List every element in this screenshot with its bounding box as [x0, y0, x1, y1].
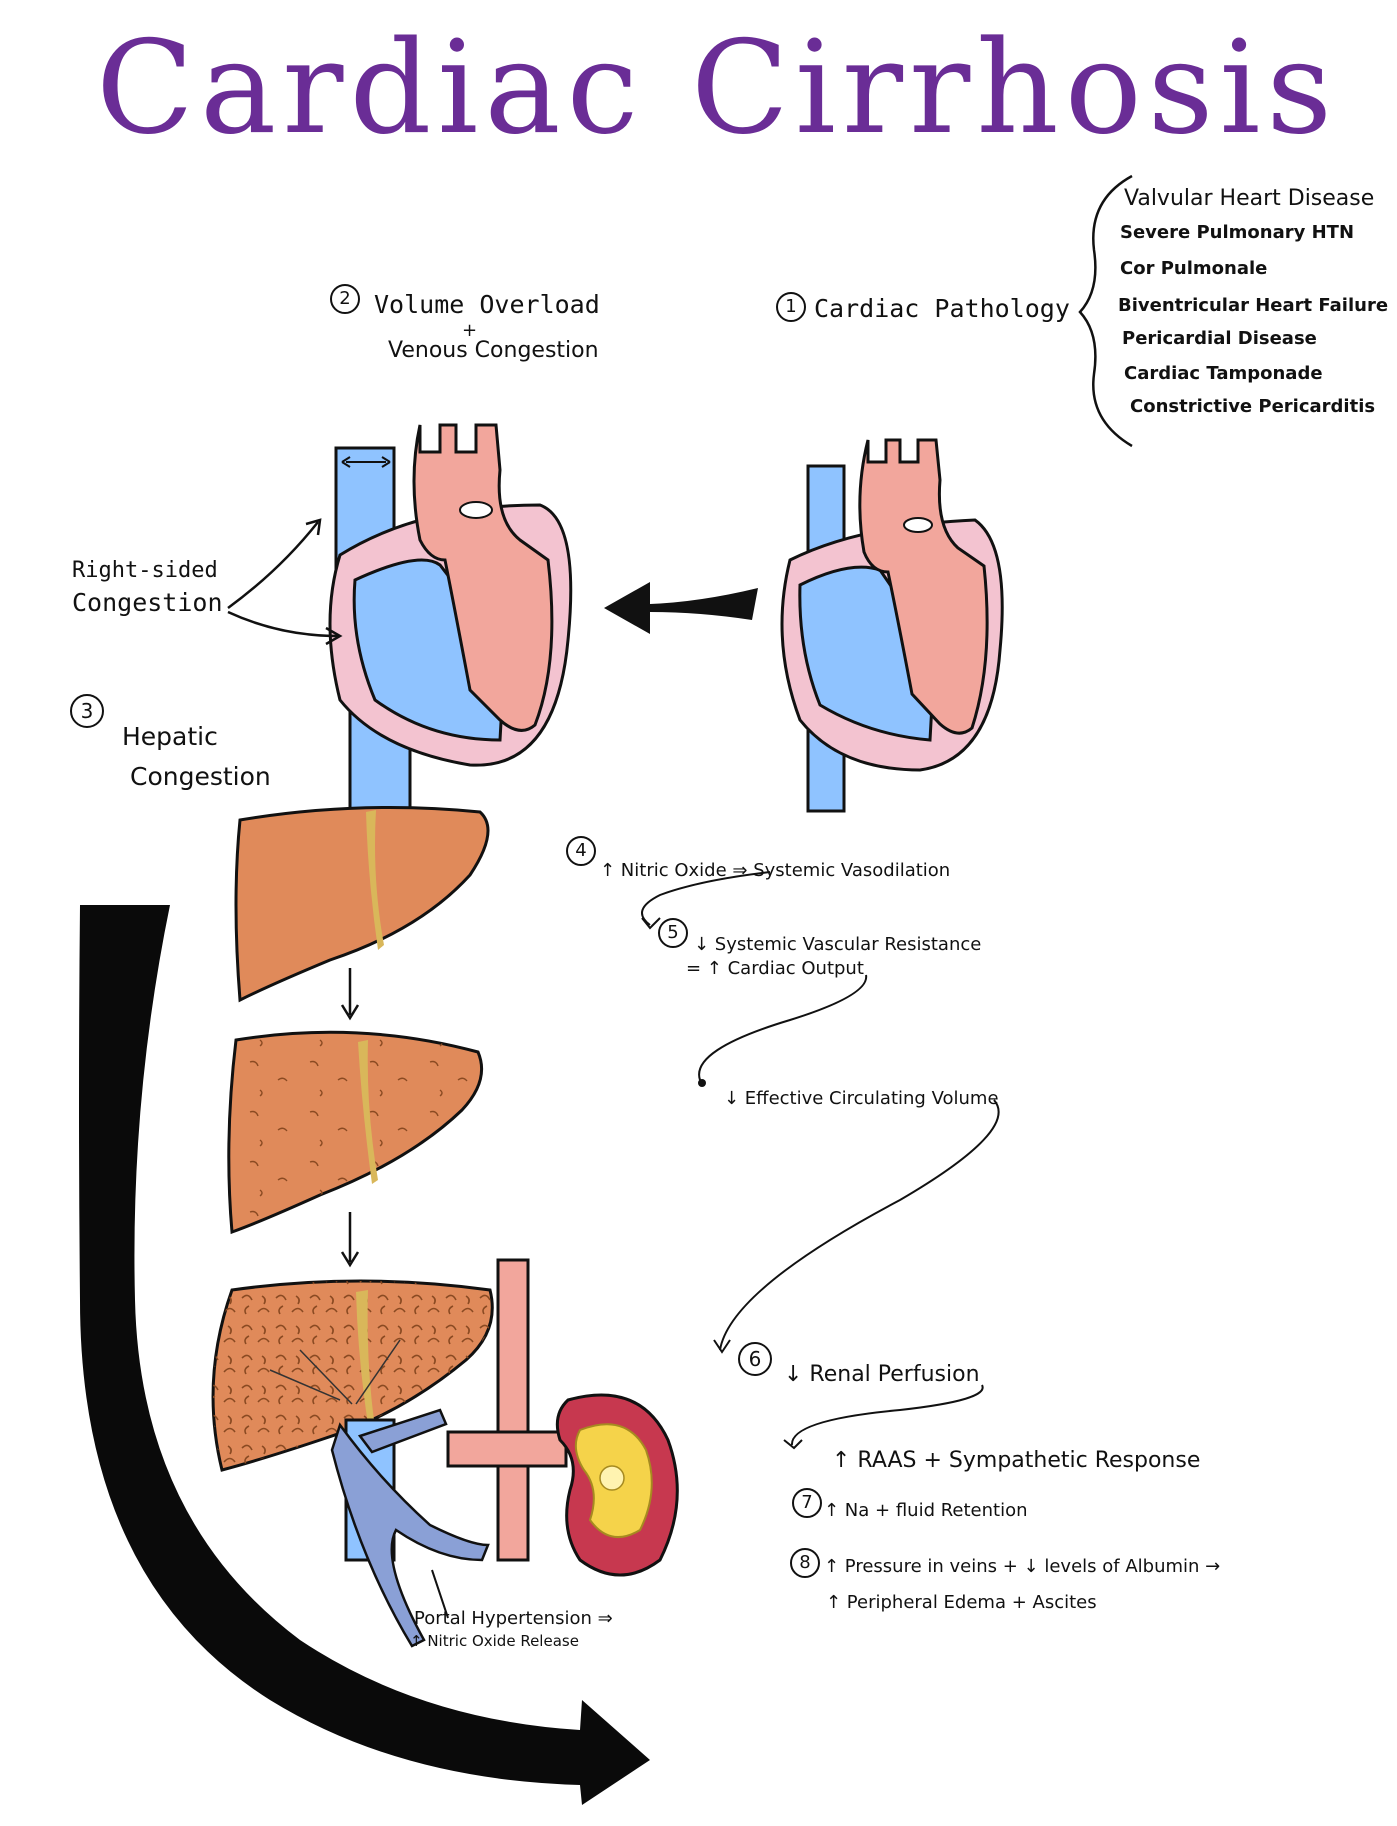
effective-volume-label: ↓ Effective Circulating Volume — [724, 1088, 999, 1109]
venous-congestion-label: Venous Congestion — [388, 338, 599, 363]
cardiac-pathology-label: Cardiac Pathology — [814, 294, 1070, 323]
connector-effective-6 — [719, 1099, 1000, 1351]
cardiac-output-label: = ↑ Cardiac Output — [686, 958, 864, 979]
hepatic-congestion-label: Congestion — [130, 762, 271, 791]
volume-overload-label: Volume Overload — [374, 290, 600, 319]
congestion-arrow-lower — [227, 610, 339, 638]
step-number-7: 7 — [792, 1488, 822, 1518]
portal-vein — [330, 1422, 490, 1648]
liver-arrow-2 — [340, 1212, 360, 1268]
sodium-retention-label: ↑ Na + fluid Retention — [824, 1500, 1028, 1521]
progression-big-arrow — [79, 905, 650, 1805]
renal-perfusion-label: ↓ Renal Perfusion — [784, 1362, 980, 1387]
step-number-1: 1 — [776, 292, 806, 322]
cause-item: Cardiac Tamponade — [1124, 363, 1323, 384]
cause-item: Valvular Heart Disease — [1124, 186, 1375, 211]
step-number-3: 3 — [70, 694, 104, 728]
right-heart-illustration — [780, 438, 1004, 813]
cause-item: Cor Pulmonale — [1120, 258, 1268, 279]
renal-artery — [446, 1430, 568, 1468]
liver-cirrhotic — [211, 1279, 494, 1472]
liver-normal — [234, 806, 490, 1003]
connector-5-effective — [698, 974, 868, 1081]
step-number-4: 4 — [566, 836, 596, 866]
cause-item: Biventricular Heart Failure — [1118, 295, 1389, 316]
volume-plus-sign: + — [462, 320, 478, 341]
page-title: Cardiac Cirrhosis — [96, 14, 1339, 163]
cause-item: Pericardial Disease — [1122, 328, 1317, 349]
left-heart-illustration — [328, 423, 573, 822]
cause-item: Severe Pulmonary HTN — [1120, 222, 1355, 243]
hepatic-label: Hepatic — [122, 722, 218, 751]
step-number-6: 6 — [738, 1342, 772, 1376]
step-number-5: 5 — [658, 918, 688, 948]
congestion-arrow-upper — [227, 521, 319, 610]
right-sided-congestion-label: Congestion — [72, 588, 223, 617]
connector-4-5 — [641, 871, 771, 926]
raas-label: ↑ RAAS + Sympathetic Response — [832, 1448, 1201, 1473]
left-aorta — [412, 423, 554, 732]
nitric-oxide-release-label: ↑ Nitric Oxide Release — [410, 1632, 579, 1650]
step-number-8: 8 — [790, 1548, 820, 1578]
nitric-oxide-label: ↑ Nitric Oxide ⇒ Systemic Vasodilation — [600, 860, 951, 881]
venous-pressure-label: ↑ Pressure in veins + ↓ levels of Albumi… — [824, 1556, 1221, 1577]
right-aorta — [858, 438, 989, 735]
right-sided-label: Right-sided — [72, 558, 218, 583]
portal-hypertension-label: Portal Hypertension ⇒ — [414, 1608, 613, 1629]
cause-item: Constrictive Pericarditis — [1130, 396, 1376, 417]
svr-label: ↓ Systemic Vascular Resistance — [694, 934, 982, 955]
liver-congested — [227, 1030, 484, 1235]
liver-arrow-1 — [340, 968, 360, 1021]
pathology-to-overload-arrow — [604, 582, 758, 634]
step-number-2: 2 — [330, 284, 360, 314]
peripheral-edema-label: ↑ Peripheral Edema + Ascites — [826, 1592, 1097, 1613]
aorta-vessel — [496, 1258, 530, 1562]
causes-brace — [1078, 174, 1133, 448]
kidney-illustration — [555, 1393, 679, 1577]
portal-pointer-line — [431, 1569, 449, 1619]
connector-6-raas — [790, 1384, 984, 1446]
